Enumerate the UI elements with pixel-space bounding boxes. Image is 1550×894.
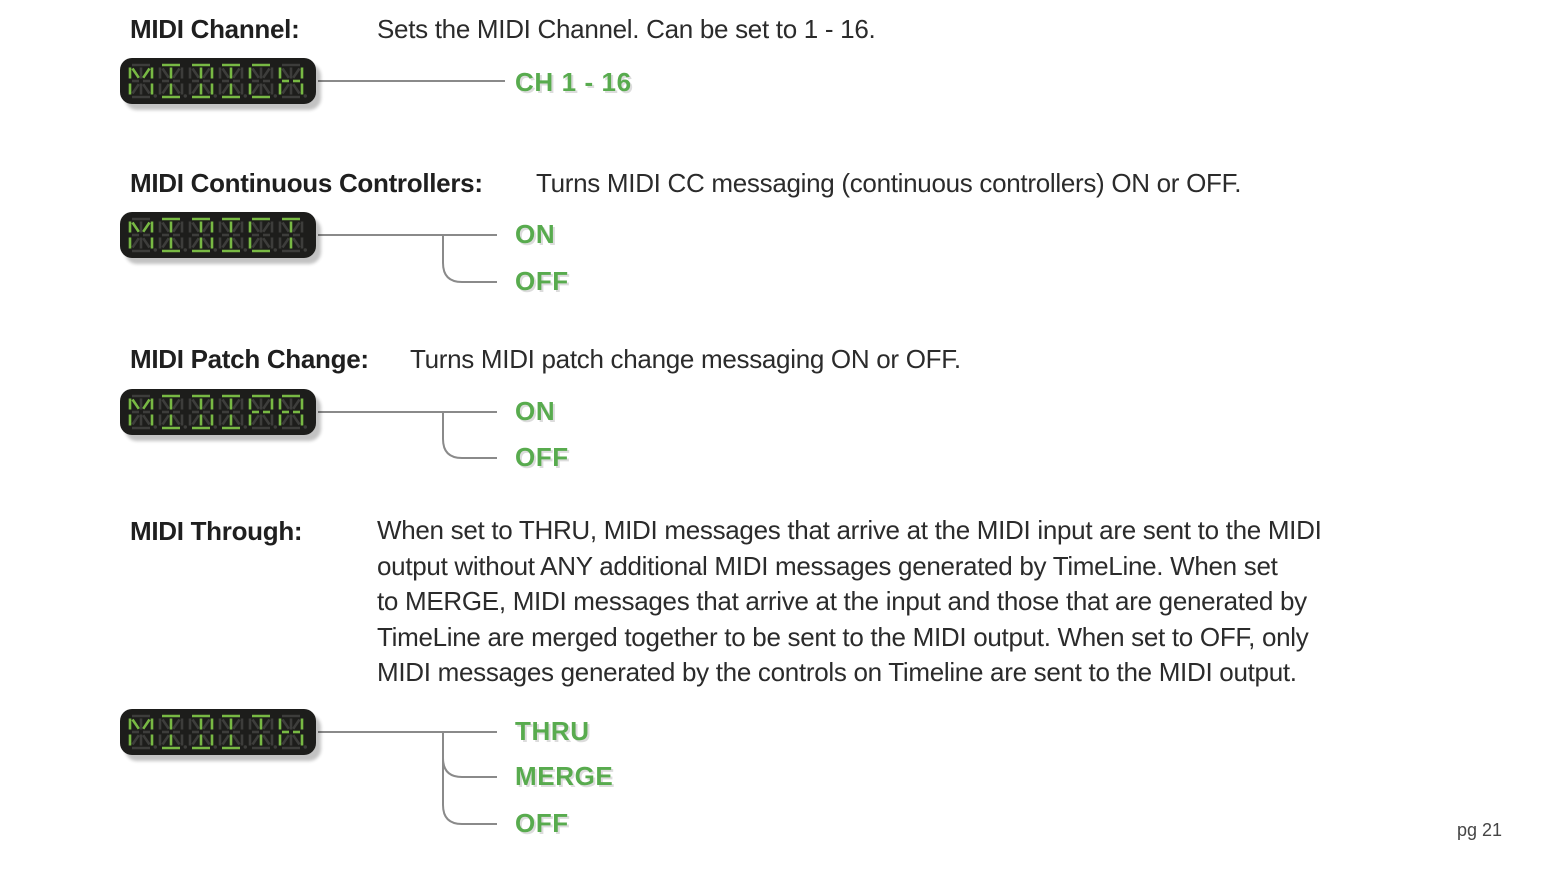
section-description-midi-patch: Turns MIDI patch change messaging ON or … — [410, 344, 961, 374]
option-label-cc-on: ON — [515, 218, 556, 249]
led-display-midi-through — [120, 709, 316, 755]
wire-midith-merge — [442, 732, 497, 778]
option-label-patch-on: ON — [515, 395, 556, 426]
option-label-cc-off: OFF — [515, 265, 569, 296]
led-display-midi-cc — [120, 212, 316, 258]
wire-midipa-off — [442, 412, 497, 459]
option-label-through-off: OFF — [515, 807, 569, 838]
wire-midith-off — [442, 732, 497, 825]
led-display-midi-patch — [120, 389, 316, 435]
section-heading-midi-cc: MIDI Continuous Controllers: — [130, 168, 483, 198]
led-display-midi-channel — [120, 58, 316, 104]
page-number: pg 21 — [1457, 820, 1503, 840]
option-label-patch-off: OFF — [515, 441, 569, 472]
option-label-ch-range: CH 1 - 16 — [515, 66, 632, 97]
section-description-midi-cc: Turns MIDI CC messaging (continuous cont… — [536, 168, 1242, 198]
section-description-midi-channel: Sets the MIDI Channel. Can be set to 1 -… — [377, 14, 876, 44]
section-description-midi-through: When set to THRU, MIDI messages that arr… — [377, 515, 1322, 687]
section-heading-midi-patch: MIDI Patch Change: — [130, 344, 369, 374]
wire-midict-off — [442, 235, 497, 283]
section-heading-midi-channel: MIDI Channel: — [130, 14, 300, 44]
option-label-merge: MERGE — [515, 760, 614, 791]
section-heading-midi-through: MIDI Through: — [130, 516, 303, 546]
option-label-thru: THRU — [515, 715, 590, 746]
